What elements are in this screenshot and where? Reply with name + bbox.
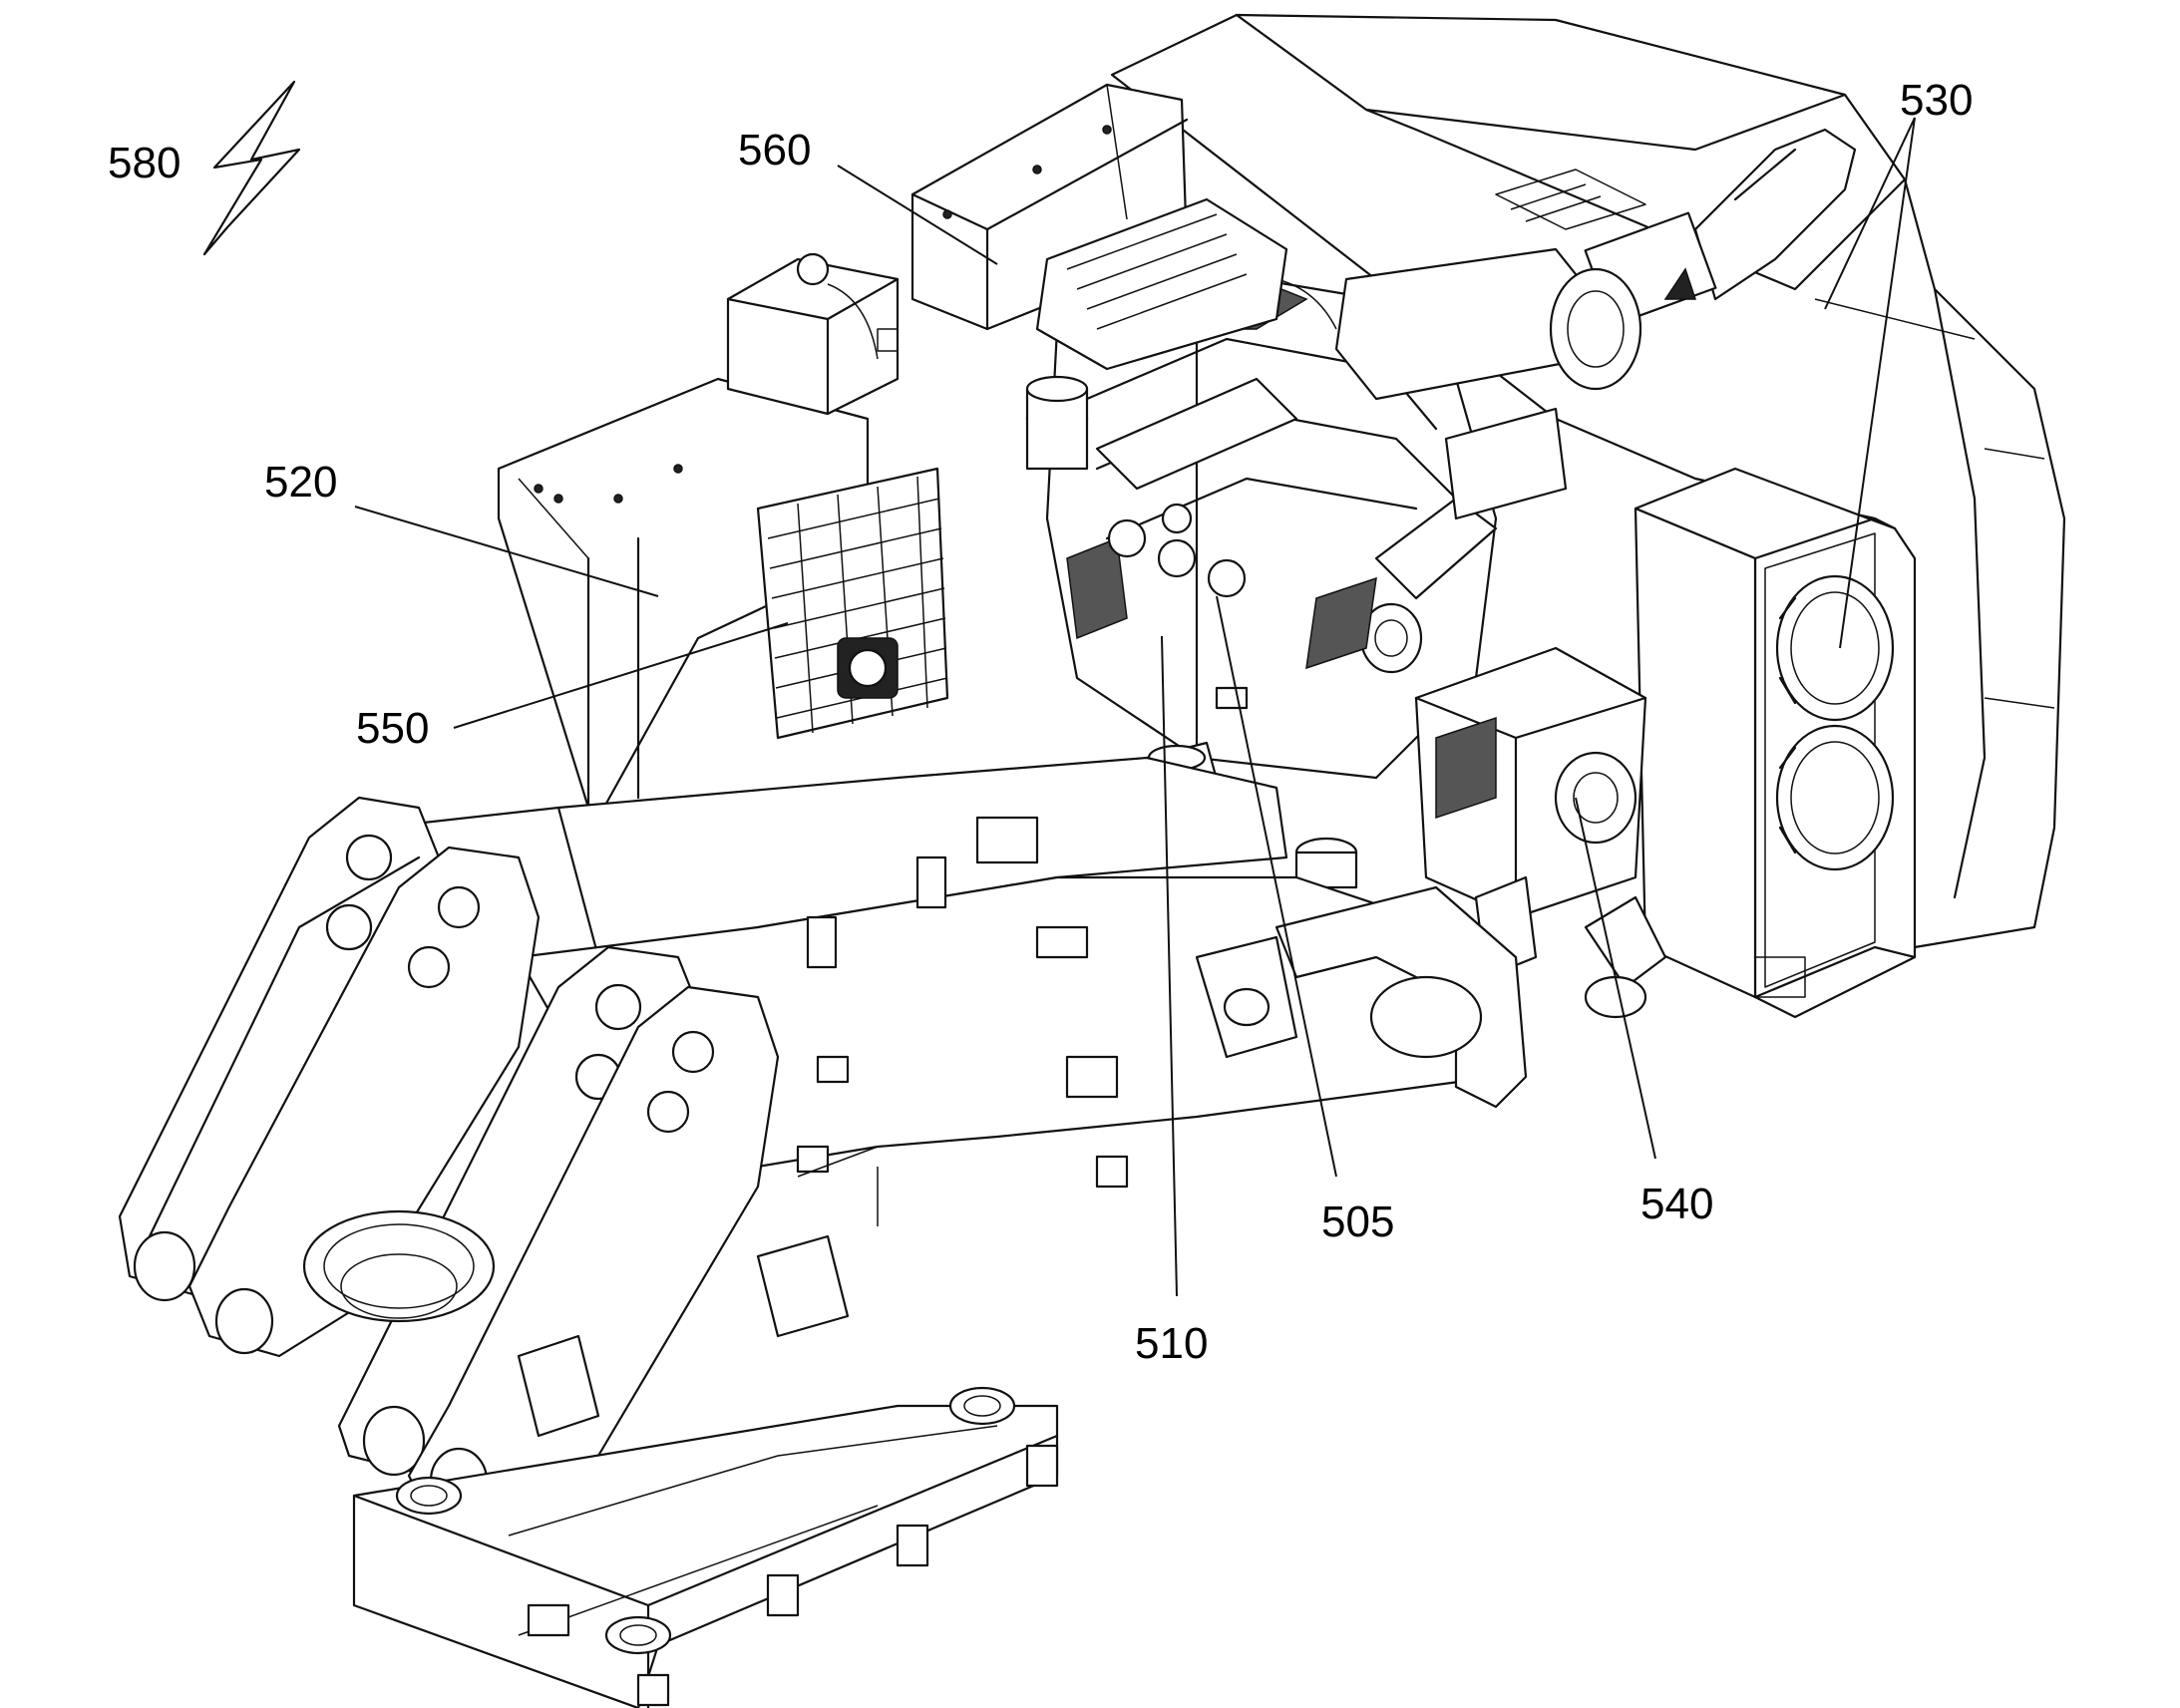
filter-tower [1634, 467, 1917, 1019]
engine-hood [1110, 13, 2066, 949]
label-550: 550 [356, 704, 429, 753]
lightning-bolt-icon [202, 80, 301, 256]
label-510: 510 [1135, 1319, 1208, 1368]
slew-ring [302, 1209, 496, 1323]
reference-labels: 580 560 530 520 550 505 540 510 [108, 76, 1973, 1368]
leader-540 [1575, 797, 1656, 1160]
leader-560 [837, 165, 998, 265]
label-520: 520 [264, 458, 337, 507]
label-530: 530 [1900, 76, 1973, 125]
hood-vents [1495, 169, 1646, 230]
leader-lines [354, 117, 1916, 1297]
radiator-core [756, 467, 949, 740]
reservoir-box [726, 252, 900, 416]
air-intake [1025, 197, 1288, 471]
label-580: 580 [108, 139, 181, 187]
deck-brackets [796, 686, 1249, 1226]
boom-mount-plates [118, 796, 780, 1518]
label-560: 560 [738, 126, 811, 174]
leader-550 [453, 622, 789, 729]
leader-530b [1839, 117, 1916, 649]
label-505: 505 [1321, 1197, 1394, 1246]
leader-505 [1216, 595, 1337, 1178]
label-540: 540 [1640, 1180, 1713, 1228]
muffler [1334, 247, 1642, 520]
leader-510 [1161, 635, 1178, 1297]
counterweight-frame [352, 1234, 1059, 1708]
leader-520 [354, 506, 659, 597]
leader-530a [1824, 117, 1916, 310]
